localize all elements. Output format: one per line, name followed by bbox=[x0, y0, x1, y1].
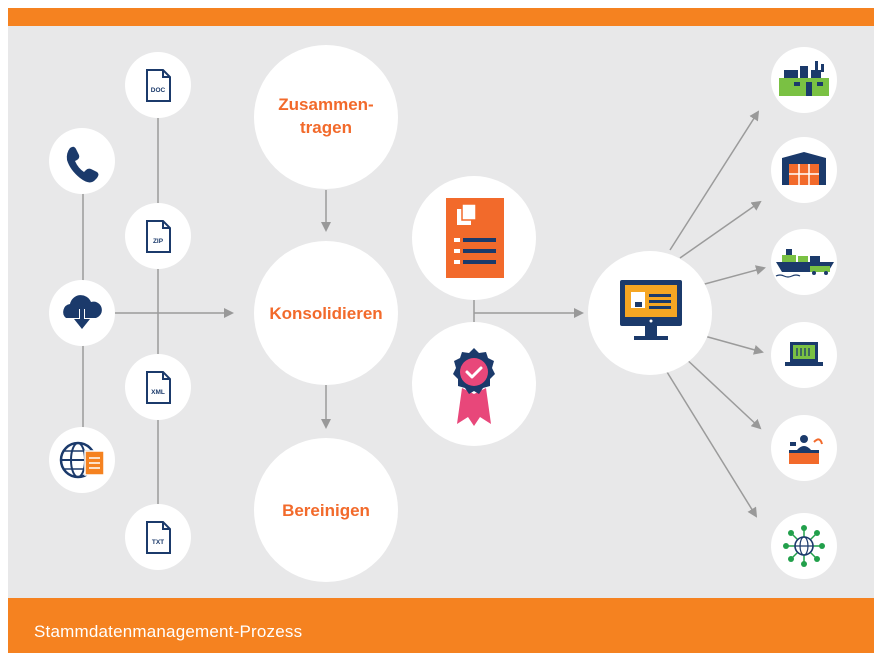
file-doc-label: DOC bbox=[151, 87, 166, 94]
document-icon bbox=[146, 220, 171, 253]
target-network bbox=[771, 513, 837, 579]
network-globe-icon bbox=[783, 525, 825, 567]
arrow-to-network bbox=[666, 371, 758, 518]
source-phone bbox=[49, 128, 115, 194]
ship-icon bbox=[775, 249, 834, 278]
factory-icon bbox=[779, 61, 829, 96]
file-xml-label: XML bbox=[151, 389, 165, 396]
record-circle bbox=[412, 176, 536, 300]
top-accent-bar bbox=[8, 8, 874, 26]
arrow-to-service-desk bbox=[682, 355, 762, 430]
quality-circle bbox=[412, 322, 536, 446]
step-consolidate-label: Konsolidieren bbox=[269, 304, 382, 323]
file-txt: TXT bbox=[125, 504, 191, 570]
certificate-badge-icon bbox=[453, 348, 495, 426]
footer-bar: Stammdatenmanagement-Prozess bbox=[8, 598, 874, 653]
step-collect: Zusammen- tragen bbox=[254, 45, 398, 189]
diagram-canvas bbox=[8, 26, 874, 598]
file-zip-label: ZIP bbox=[153, 238, 164, 245]
phone-icon bbox=[66, 146, 99, 183]
step-collect-label-line2: tragen bbox=[300, 118, 352, 137]
footer-title: Stammdatenmanagement-Prozess bbox=[34, 622, 303, 641]
globe-document-icon bbox=[59, 441, 105, 479]
step-clean-label: Bereinigen bbox=[282, 501, 370, 520]
file-txt-label: TXT bbox=[152, 539, 164, 546]
target-factory bbox=[771, 47, 837, 113]
service-desk-icon bbox=[789, 435, 823, 464]
step-consolidate: Konsolidieren bbox=[254, 241, 398, 385]
arrow-to-factory bbox=[669, 110, 760, 251]
target-warehouse bbox=[771, 137, 837, 203]
source-globe bbox=[49, 427, 115, 493]
target-ship bbox=[771, 229, 837, 295]
file-xml: XML bbox=[125, 354, 191, 420]
record-document-icon bbox=[446, 198, 504, 278]
step-collect-label-line1: Zusammen- bbox=[278, 95, 373, 114]
document-icon bbox=[146, 371, 171, 404]
step-clean: Bereinigen bbox=[254, 438, 398, 582]
system-circle bbox=[588, 251, 712, 375]
file-doc: DOC bbox=[125, 52, 191, 118]
document-icon bbox=[146, 521, 171, 554]
warehouse-icon bbox=[782, 152, 826, 185]
source-cloud bbox=[49, 280, 115, 346]
arrow-to-warehouse bbox=[679, 200, 762, 259]
target-service-desk bbox=[771, 415, 837, 481]
target-laptop bbox=[771, 322, 837, 388]
cloud-download-icon bbox=[63, 295, 102, 329]
file-zip: ZIP bbox=[125, 203, 191, 269]
document-icon bbox=[146, 69, 171, 102]
laptop-icon bbox=[785, 342, 823, 366]
monitor-icon bbox=[620, 280, 682, 340]
